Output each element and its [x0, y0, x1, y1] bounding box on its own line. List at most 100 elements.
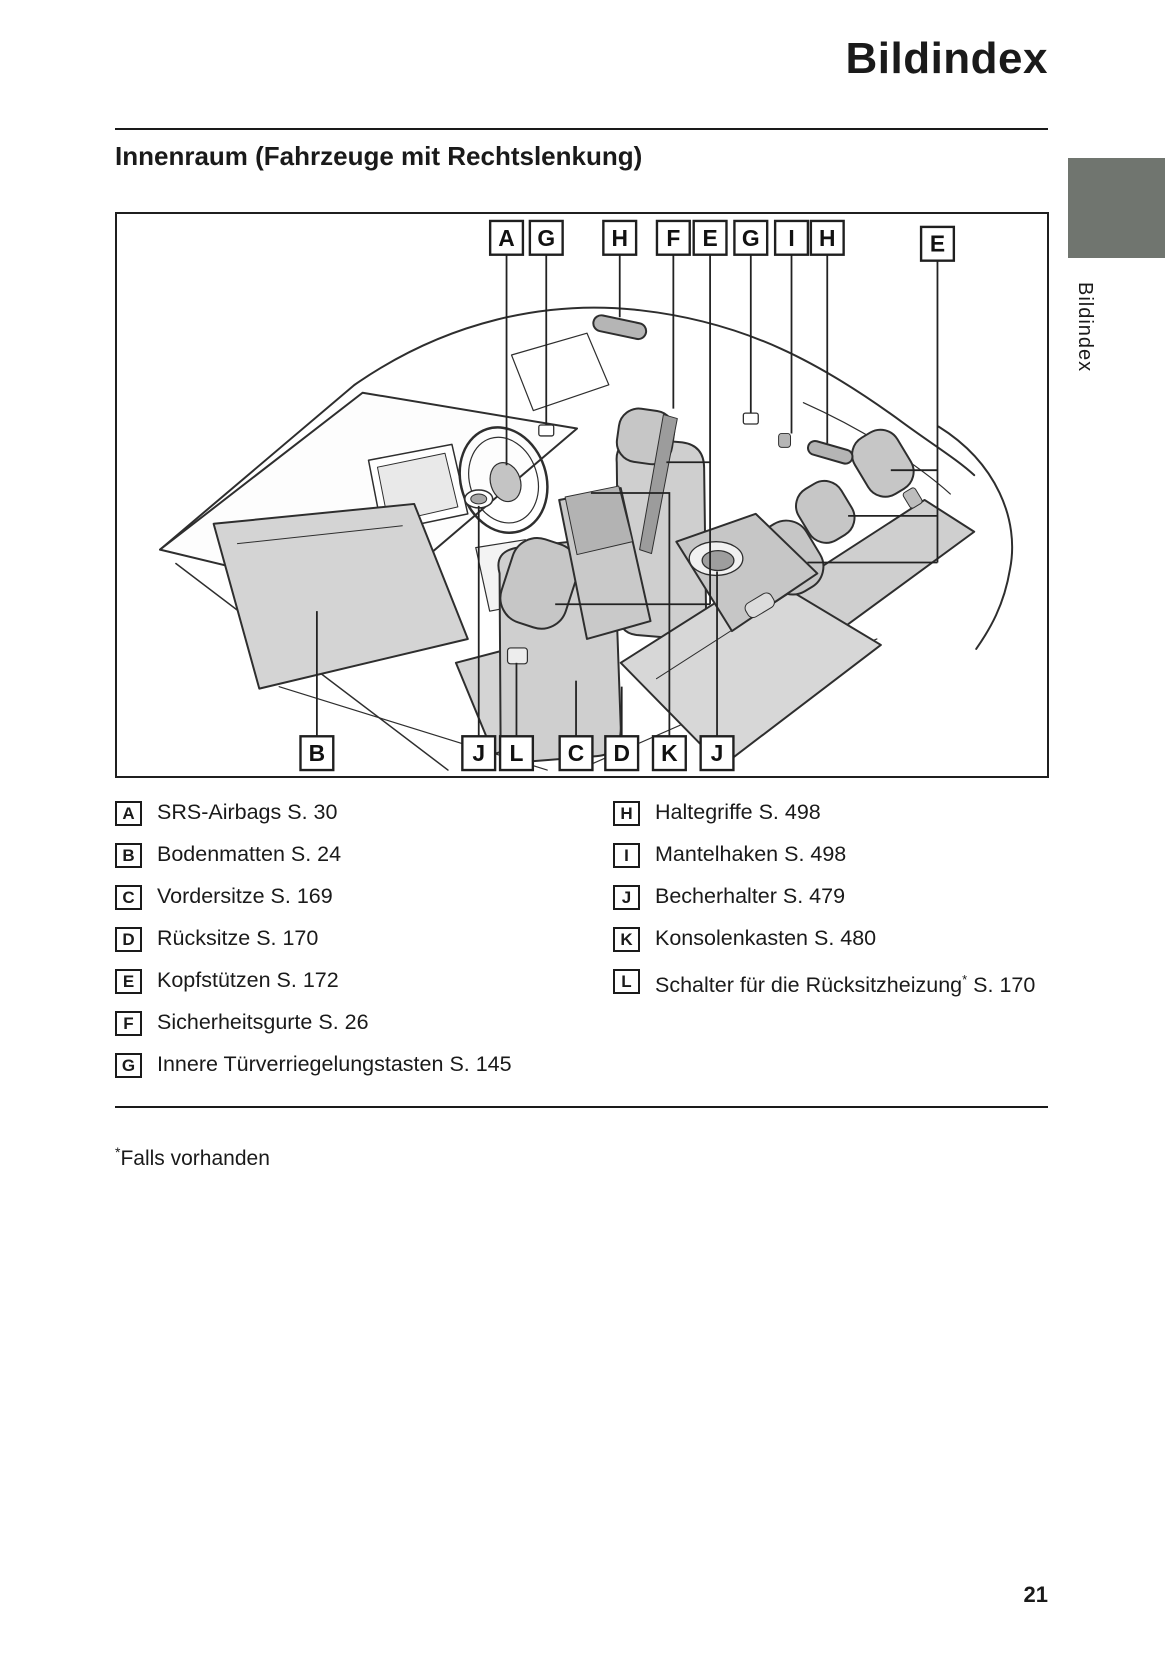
callout-J: J	[461, 735, 497, 772]
legend-label-H: Haltegriffe S. 498	[655, 800, 821, 824]
rear-door-lock-button	[742, 412, 759, 425]
svg-text:C: C	[568, 740, 585, 766]
legend-divider-rule	[115, 1106, 1048, 1108]
legend-item-E: E Kopfstützen S. 172	[115, 965, 605, 995]
legend-item-C: C Vordersitze S. 169	[115, 881, 605, 911]
legend-label-L: Schalter für die Rücksitzheizung* S. 170	[655, 972, 1036, 998]
legend-item-G: G Innere Türverriegelungstasten S. 145	[115, 1049, 605, 1079]
legend-key-L: L	[613, 969, 640, 994]
callout-J: J	[699, 735, 735, 772]
svg-text:D: D	[613, 740, 629, 766]
legend-item-J: J Becherhalter S. 479	[613, 881, 1053, 911]
footnote-text: Falls vorhanden	[120, 1147, 270, 1170]
leader-lines	[315, 254, 939, 737]
callout-A: A	[488, 219, 525, 256]
rear-headrest-middle	[795, 479, 856, 544]
svg-text:H: H	[819, 225, 836, 251]
svg-text:L: L	[509, 740, 523, 766]
title-rule	[115, 128, 1048, 130]
svg-text:J: J	[711, 740, 724, 766]
seatbelt	[639, 414, 678, 555]
legend-label-C: Vordersitze S. 169	[157, 884, 333, 908]
callout-H: H	[809, 219, 845, 256]
coat-hook	[778, 432, 792, 448]
legend-label-A: SRS-Airbags S. 30	[157, 800, 338, 824]
legend-key-H: H	[613, 801, 640, 826]
svg-text:H: H	[611, 225, 628, 251]
front-console	[464, 485, 652, 665]
rear-grab-handle	[807, 439, 854, 465]
footnote-marker: *	[115, 1144, 121, 1160]
legend-key-F: F	[115, 1011, 142, 1036]
legend-key-K: K	[613, 927, 640, 952]
legend-key-B: B	[115, 843, 142, 868]
legend-label-E: Kopfstützen S. 172	[157, 968, 339, 992]
steering-wheel	[458, 426, 549, 535]
legend-item-K: K Konsolenkasten S. 480	[613, 923, 1053, 953]
legend-key-C: C	[115, 885, 142, 910]
front-door-lock-button	[538, 424, 555, 437]
callout-E: E	[919, 225, 956, 262]
callout-F: F	[655, 219, 691, 256]
legend-item-H: H Haltegriffe S. 498	[613, 797, 1053, 827]
callout-G: G	[733, 219, 769, 256]
svg-text:I: I	[788, 225, 794, 251]
legend-label-I: Mantelhaken S. 498	[655, 842, 847, 866]
callout-G: G	[528, 219, 564, 256]
svg-text:G: G	[742, 225, 760, 251]
svg-text:G: G	[537, 225, 555, 251]
callout-E: E	[692, 219, 728, 256]
legend-item-F: F Sicherheitsgurte S. 26	[115, 1007, 605, 1037]
callout-B: B	[299, 735, 335, 772]
legend-label-B: Bodenmatten S. 24	[157, 842, 342, 866]
handles-and-buttons	[538, 314, 854, 465]
svg-text:E: E	[702, 225, 717, 251]
legend-key-D: D	[115, 927, 142, 952]
footnote: *Falls vorhanden	[115, 1144, 270, 1171]
svg-text:F: F	[666, 225, 680, 251]
legend-label-D: Rücksitze S. 170	[157, 926, 319, 950]
legend-item-B: B Bodenmatten S. 24	[115, 839, 605, 869]
legend-item-L: L Schalter für die Rücksitzheizung* S. 17…	[613, 965, 1053, 1000]
rear-bench	[619, 428, 976, 768]
legend-item-D: D Rücksitze S. 170	[115, 923, 605, 953]
callout-I: I	[773, 219, 810, 256]
leader-line-E	[807, 260, 939, 564]
legend-item-A: A SRS-Airbags S. 30	[115, 797, 605, 827]
leader-line-K	[590, 492, 671, 737]
legend-key-G: G	[115, 1053, 142, 1078]
legend-key-J: J	[613, 885, 640, 910]
section-heading: Innenraum (Fahrzeuge mit Rechtslenkung)	[115, 141, 643, 171]
legend-column-left: A SRS-Airbags S. 30 B Bodenmatten S. 24 C Vor…	[115, 797, 605, 1091]
rear-headrest-right	[851, 428, 915, 498]
page-title: Bildindex	[845, 34, 1048, 83]
callout-L: L	[498, 735, 535, 772]
callout-C: C	[558, 735, 594, 772]
callout-H: H	[602, 219, 638, 256]
legend-label-G: Innere Türverriegelungstasten S. 145	[157, 1052, 512, 1076]
legend-label-K: Konsolenkasten S. 480	[655, 926, 877, 950]
legend-key-E: E	[115, 969, 142, 994]
svg-text:E: E	[930, 231, 945, 257]
page-number: 21	[1023, 1582, 1048, 1607]
legend-label-J: Becherhalter S. 479	[655, 884, 846, 908]
legend-key-A: A	[115, 801, 142, 826]
leader-line-E	[555, 254, 711, 606]
svg-text:B: B	[309, 740, 325, 766]
legend-key-I: I	[613, 843, 640, 868]
callout-D: D	[604, 735, 640, 772]
chapter-tab-label: Bildindex	[1074, 282, 1096, 373]
svg-text:J: J	[472, 740, 485, 766]
rear-seat-heater-switch	[506, 647, 528, 665]
svg-text:A: A	[498, 225, 515, 251]
front-grab-handle	[592, 314, 648, 341]
callout-K: K	[651, 735, 687, 772]
svg-text:K: K	[661, 740, 678, 766]
legend-item-I: I Mantelhaken S. 498	[613, 839, 1053, 869]
legend-label-F: Sicherheitsgurte S. 26	[157, 1010, 369, 1034]
